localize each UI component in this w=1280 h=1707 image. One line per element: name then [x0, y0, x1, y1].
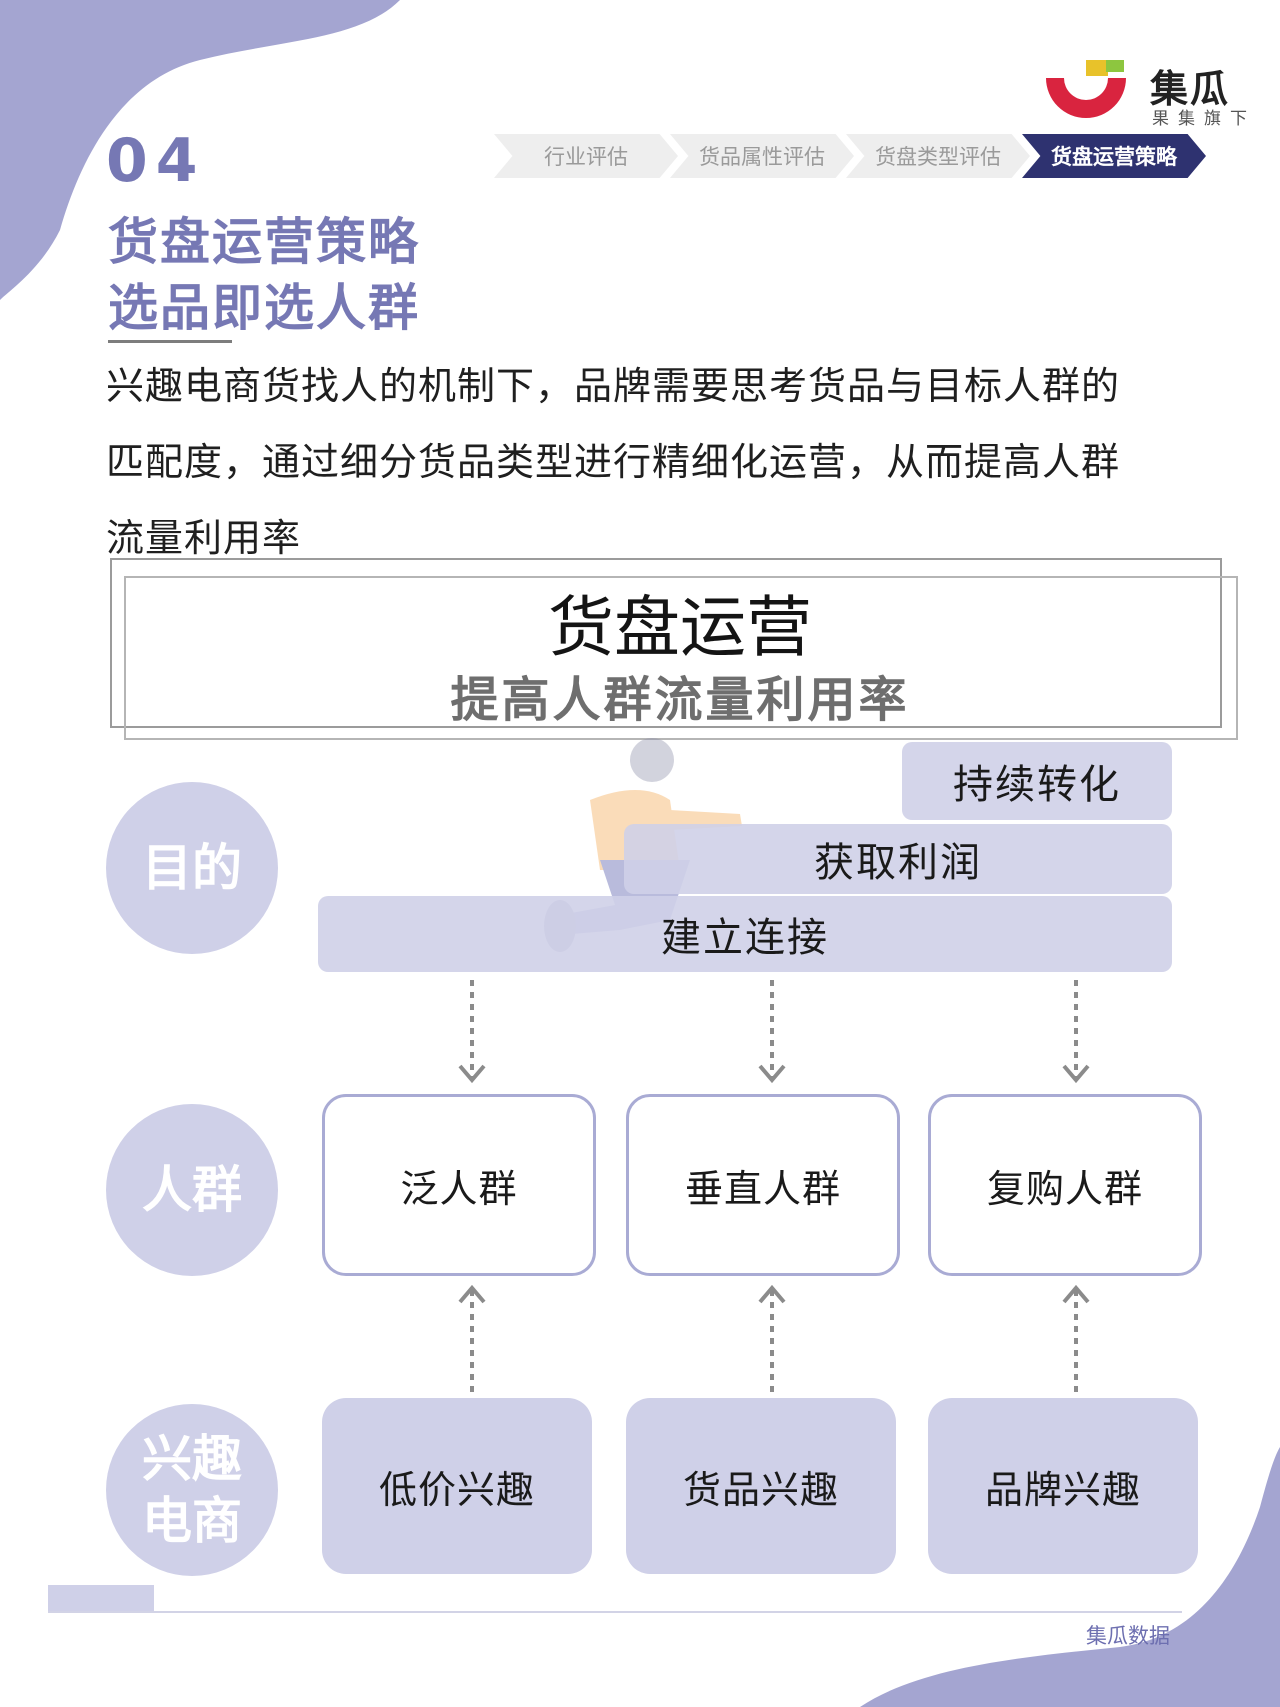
- footer-accent-bar: [48, 1585, 154, 1611]
- interest-card-low-price: 低价兴趣: [322, 1398, 592, 1574]
- interest-label-line: 兴趣: [142, 1430, 242, 1488]
- breadcrumb-item-industry[interactable]: 行业评估: [494, 134, 678, 178]
- jigua-logo-icon: [1046, 60, 1126, 118]
- banner-frame-outer: [110, 558, 1222, 728]
- purpose-bar-continuous-conversion: 持续转化: [902, 742, 1172, 820]
- crowd-card-vertical: 垂直人群: [626, 1094, 900, 1276]
- arrow-down-icon: [1062, 980, 1090, 1084]
- section-number: 04: [106, 126, 206, 196]
- arrow-up-icon: [758, 1284, 786, 1394]
- crowd-card-repurchase: 复购人群: [928, 1094, 1202, 1276]
- section-subtitle: 选品即选人群: [108, 279, 420, 337]
- interest-card-goods: 货品兴趣: [626, 1398, 896, 1574]
- breadcrumb-item-goods-attributes[interactable]: 货品属性评估: [670, 134, 854, 178]
- footer-divider: [48, 1611, 1182, 1613]
- intro-paragraph: 兴趣电商货找人的机制下，品牌需要思考货品与目标人群的 匹配度，通过细分货品类型进…: [106, 348, 1226, 576]
- arrow-up-icon: [1062, 1284, 1090, 1394]
- label-circle-crowd: 人群: [106, 1104, 278, 1276]
- heading-divider: [108, 340, 232, 343]
- arrow-down-icon: [458, 980, 486, 1084]
- banner-title: 货盘运营: [548, 589, 812, 666]
- arrow-down-icon: [758, 980, 786, 1084]
- crowd-card-general: 泛人群: [322, 1094, 596, 1276]
- arrow-up-icon: [458, 1284, 486, 1394]
- banner-subtitle: 提高人群流量利用率: [450, 672, 910, 728]
- purpose-bar-connection: 建立连接: [318, 896, 1172, 972]
- intro-line: 兴趣电商货找人的机制下，品牌需要思考货品与目标人群的: [106, 364, 1121, 408]
- decorative-blob-top-left: [0, 0, 400, 300]
- interest-label-line: 电商: [142, 1492, 242, 1550]
- intro-line: 匹配度，通过细分货品类型进行精细化运营，从而提高人群: [106, 440, 1121, 484]
- interest-card-brand: 品牌兴趣: [928, 1398, 1198, 1574]
- footer-source: 集瓜数据: [1086, 1624, 1170, 1648]
- breadcrumb-item-goods-type[interactable]: 货盘类型评估: [846, 134, 1030, 178]
- logo-title: 集瓜: [1150, 67, 1231, 111]
- label-circle-purpose: 目的: [106, 782, 278, 954]
- banner-frame-inner: [124, 576, 1238, 740]
- purpose-bar-profit: 获取利润: [624, 824, 1172, 894]
- section-title: 货盘运营策略: [108, 213, 420, 271]
- brand-logo: 集瓜 果集旗下: [1040, 56, 1260, 129]
- decorative-blob-bottom-right: [860, 1447, 1280, 1707]
- intro-line: 流量利用率: [106, 516, 302, 560]
- label-circle-interest-ecommerce: 兴趣 电商: [106, 1404, 278, 1576]
- breadcrumb-item-operation-strategy[interactable]: 货盘运营策略: [1022, 134, 1206, 178]
- breadcrumb: 行业评估 货品属性评估 货盘类型评估 货盘运营策略: [494, 134, 1214, 178]
- logo-tagline: 果集旗下: [1152, 109, 1256, 129]
